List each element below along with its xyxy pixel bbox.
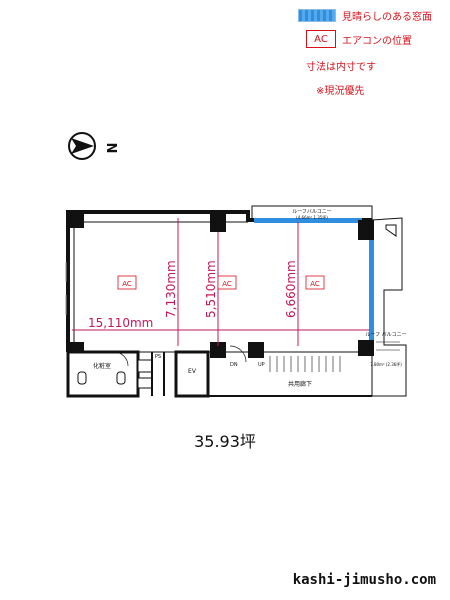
toilet-icon	[116, 371, 126, 385]
toilet-label: 化粧室	[93, 362, 111, 370]
dn-label: DN	[230, 362, 238, 368]
dimension-depth-middle: 5,510mm	[204, 260, 218, 318]
roof-drain-icon	[385, 224, 397, 237]
stairs	[269, 356, 341, 372]
north-arrow-icon	[71, 138, 94, 154]
dimension-width: 15,110mm	[88, 316, 153, 330]
balcony-right	[371, 217, 407, 397]
compass-north-letter: N	[103, 143, 118, 154]
pillar	[210, 342, 226, 358]
pillar	[248, 342, 264, 358]
compass: N	[68, 132, 118, 160]
dimension-note: 寸法は内寸です	[306, 62, 376, 73]
site-url: kashi-jimusho.com	[292, 572, 436, 588]
toilet-icon	[77, 371, 87, 385]
ac-unit-label: AC	[222, 280, 232, 288]
door-swing	[229, 345, 247, 363]
corridor-label: 共用廊下	[288, 380, 312, 388]
ps-label: PS	[155, 354, 161, 360]
legend-ac-label: エアコンの位置	[342, 35, 412, 47]
ac-unit-label: AC	[122, 280, 132, 288]
floor-area: 35.93坪	[194, 432, 256, 451]
dimension-depth-left: 7,130mm	[164, 260, 178, 318]
ac-unit	[217, 275, 237, 290]
pillar	[358, 220, 374, 240]
pillar	[358, 340, 374, 356]
ac-unit	[305, 275, 325, 290]
sink-icon	[137, 359, 153, 373]
elevator	[174, 350, 210, 398]
window-swatch	[298, 9, 336, 22]
ac-unit	[117, 275, 137, 290]
balcony-right-label: ルーフ バルコニー	[365, 332, 406, 338]
compass-ring	[68, 132, 96, 160]
legend-ac-box: AC	[306, 30, 336, 48]
up-label: UP	[258, 362, 265, 368]
door-swing	[113, 351, 129, 367]
sink-icon	[137, 377, 153, 389]
window-right	[369, 236, 374, 350]
balcony-top-sub: (4.66m² 1.35坪)	[296, 214, 328, 220]
legend-window-label: 見晴らしのある窓面	[342, 12, 432, 23]
balcony-top-label: ルーフバルコニー	[292, 209, 332, 215]
priority-note: ※現況優先	[316, 86, 365, 97]
balcony-right-sub: 7.80m² (2.36坪)	[370, 361, 402, 367]
legend-ac: AC エアコンの位置	[306, 30, 412, 48]
dimension-depth-right: 6,660mm	[284, 260, 298, 318]
ac-unit-label: AC	[310, 280, 320, 288]
pillar	[68, 212, 84, 228]
window-top	[254, 218, 362, 223]
pillar	[210, 212, 226, 232]
elevator-label: EV	[188, 368, 197, 375]
legend-window: 見晴らしのある窓面	[298, 8, 432, 23]
